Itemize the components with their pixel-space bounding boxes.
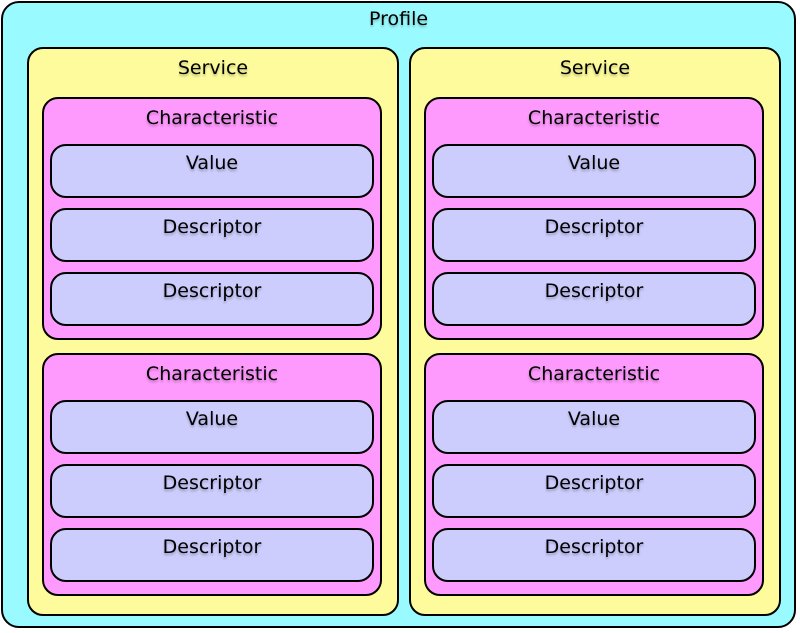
value-label: Value (567, 408, 621, 430)
descriptor-label: Descriptor (544, 536, 644, 558)
value-label: Value (567, 152, 621, 174)
value-box: Value (50, 400, 374, 454)
characteristic-label: Characteristic (527, 363, 661, 385)
profile-label: Profile (368, 8, 429, 30)
descriptor-label: Descriptor (162, 472, 262, 494)
descriptor-label: Descriptor (544, 216, 644, 238)
characteristic-label: Characteristic (145, 107, 279, 129)
characteristic-box-2-1: Characteristic Value Descriptor Descript… (424, 97, 764, 340)
descriptor-box: Descriptor (50, 272, 374, 326)
value-box: Value (432, 144, 756, 198)
characteristic-label: Characteristic (145, 363, 279, 385)
characteristic-box-1-2: Characteristic Value Descriptor Descript… (42, 353, 382, 596)
descriptor-box: Descriptor (50, 208, 374, 262)
descriptor-label: Descriptor (162, 536, 262, 558)
characteristic-label: Characteristic (527, 107, 661, 129)
characteristic-box-2-2: Characteristic Value Descriptor Descript… (424, 353, 764, 596)
value-box: Value (50, 144, 374, 198)
value-box: Value (432, 400, 756, 454)
descriptor-label: Descriptor (544, 472, 644, 494)
service-box-1: Service Characteristic Value Descriptor … (27, 47, 399, 616)
descriptor-label: Descriptor (544, 280, 644, 302)
descriptor-label: Descriptor (162, 216, 262, 238)
value-label: Value (185, 408, 239, 430)
service-box-2: Service Characteristic Value Descriptor … (409, 47, 781, 616)
descriptor-label: Descriptor (162, 280, 262, 302)
value-label: Value (185, 152, 239, 174)
service-label: Service (177, 57, 249, 79)
descriptor-box: Descriptor (432, 272, 756, 326)
descriptor-box: Descriptor (50, 528, 374, 582)
descriptor-box: Descriptor (432, 208, 756, 262)
descriptor-box: Descriptor (432, 528, 756, 582)
descriptor-box: Descriptor (432, 464, 756, 518)
service-label: Service (559, 57, 631, 79)
characteristic-box-1-1: Characteristic Value Descriptor Descript… (42, 97, 382, 340)
descriptor-box: Descriptor (50, 464, 374, 518)
